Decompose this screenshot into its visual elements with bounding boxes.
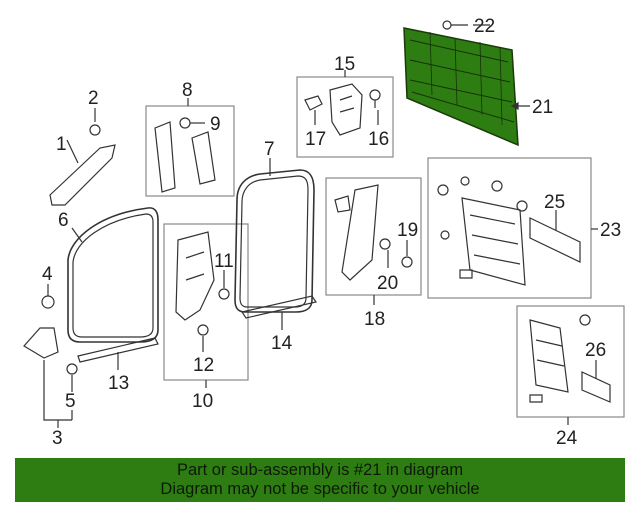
callout-19: 19 [397,220,418,241]
part-12-clip[interactable] [197,324,209,336]
banner-line-1: Part or sub-assembly is #21 in diagram [176,461,464,479]
callout-7: 7 [264,139,275,160]
part-7-weatherstrip[interactable] [234,169,315,313]
arrowhead-21 [510,102,519,110]
callout-22: 22 [474,16,495,37]
callout-9: 9 [210,114,221,135]
callout-12: 12 [193,355,214,376]
info-banner: Part or sub-assembly is #21 in diagram D… [15,458,625,502]
callout-11: 11 [214,251,234,272]
part-18-trim[interactable] [334,184,379,281]
box-8 [145,105,235,197]
callout-18: 18 [364,309,385,330]
part-23-panel[interactable] [437,176,528,286]
banner-line-2: Diagram may not be specific to your vehi… [160,480,480,498]
part-6-weatherstrip[interactable] [67,207,159,343]
part-5-clip[interactable] [66,363,78,375]
leader-3 [43,360,73,428]
part-20-clip[interactable] [379,238,391,250]
part-22-screw[interactable] [442,20,468,30]
part-9-clip[interactable] [179,117,191,129]
callout-8: 8 [182,80,193,101]
part-13-scuff[interactable] [77,337,159,363]
callout-17: 17 [305,129,326,150]
part-16-clip[interactable] [369,89,381,108]
parts-diagram: 22 21 15 17 16 8 9 2 1 7 6 4 5 3 13 11 1… [23,16,625,449]
callout-4: 4 [42,264,53,285]
part-24-panel[interactable] [529,314,591,403]
callout-21: 21 [532,97,553,118]
part-8-trim[interactable] [154,121,216,193]
part-3-bracket[interactable] [23,327,59,359]
leader-1 [66,139,79,164]
leader-6 [71,227,83,243]
callout-23: 23 [600,220,621,241]
part-21-panel[interactable] [403,27,519,147]
callout-24: 24 [556,428,578,449]
callout-5: 5 [65,391,76,412]
part-17-clip[interactable] [304,95,323,111]
part-15-bracket[interactable] [329,83,363,136]
part-19-clip[interactable] [401,256,413,268]
callout-1: 1 [56,134,67,155]
box-23 [427,157,592,299]
callout-15: 15 [334,54,355,75]
part-25-pad[interactable] [529,217,581,263]
callout-10: 10 [192,391,213,412]
box-24 [516,305,625,418]
callout-6: 6 [58,210,69,231]
callout-3: 3 [52,428,63,449]
callout-25: 25 [544,192,565,213]
callout-16: 16 [368,129,389,150]
callout-13: 13 [108,373,129,394]
callout-14: 14 [271,333,293,354]
part-1-pillar-trim[interactable] [49,144,116,206]
part-4-clip[interactable] [41,295,55,309]
callout-2: 2 [88,88,99,109]
part-11-clip[interactable] [218,288,230,300]
part-26-pad[interactable] [581,371,611,403]
callout-20: 20 [377,273,398,294]
part-14-scuff[interactable] [241,295,317,319]
part-2-clip[interactable] [89,124,101,136]
part-10-pillar[interactable] [175,231,215,321]
callout-26: 26 [585,340,606,361]
